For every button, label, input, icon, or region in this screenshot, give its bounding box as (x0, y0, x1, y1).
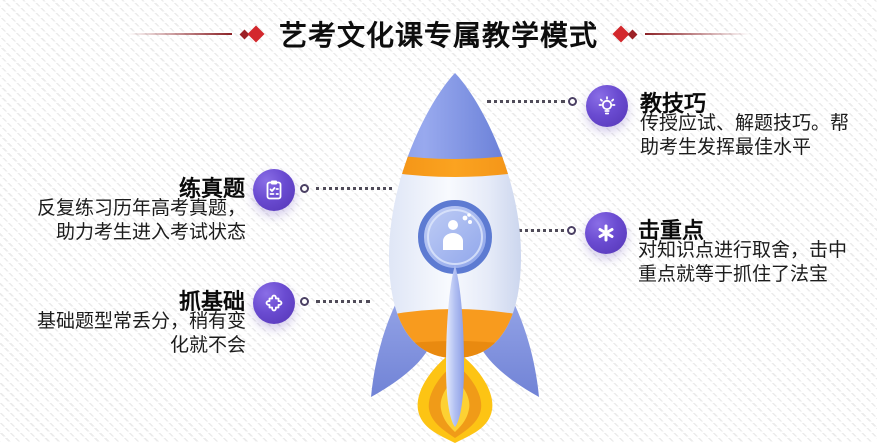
diamond-icon (247, 25, 265, 43)
item-title-hit-key-points: 击重点 (638, 218, 705, 243)
diamond-icon (627, 29, 638, 39)
puzzle-icon (253, 282, 295, 324)
header-right-line (645, 33, 750, 35)
window-emblem (443, 213, 472, 250)
item-desc-hit-key-points: 对知识点进行取舍，击中 重点就等于抓住了法宝 (638, 239, 877, 287)
connector-dot (567, 226, 576, 235)
right-diamond-decoration (612, 25, 638, 43)
header: 艺考文化课专属教学模式 (0, 14, 877, 54)
lightbulb-icon (586, 85, 628, 127)
rocket-band (389, 148, 521, 177)
item-desc-practice-real-questions: 反复练习历年高考真题， 助力考生进入考试状态 (0, 197, 246, 245)
desc-line: 基础题型常丢分，稍有变 (36, 311, 246, 332)
clipboard-icon (253, 169, 295, 211)
header-left-line (126, 33, 232, 35)
connector-dot (300, 184, 309, 193)
desc-line: 重点就等于抓住了法宝 (638, 264, 829, 285)
rocket-illustration (371, 73, 539, 443)
connector-line (487, 100, 565, 103)
rocket-center-fin (446, 265, 464, 427)
rocket-nose-cone (389, 73, 521, 161)
page-title: 艺考文化课专属教学模式 (278, 20, 598, 51)
connector-line (508, 229, 564, 232)
item-desc-teach-techniques: 传授应试、解题技巧。帮 助考生发挥最佳水平 (640, 112, 877, 160)
connector-dot (568, 97, 577, 106)
connector-line (316, 300, 370, 303)
asterisk-icon (585, 212, 627, 254)
desc-line: 传授应试、解题技巧。帮 (640, 113, 850, 134)
desc-line: 助力考生进入考试状态 (55, 222, 246, 243)
rocket-window (418, 200, 492, 274)
item-title-practice-real-questions: 练真题 (178, 176, 245, 201)
desc-line: 对知识点进行取舍，击中 (638, 240, 848, 261)
connector-dot (300, 297, 309, 306)
item-title-teach-techniques: 教技巧 (640, 91, 707, 116)
item-title-grasp-basics: 抓基础 (178, 289, 245, 314)
desc-line: 化就不会 (169, 335, 246, 356)
left-diamond-decoration (239, 25, 265, 43)
item-desc-grasp-basics: 基础题型常丢分，稍有变 化就不会 (0, 310, 246, 358)
connector-line (316, 187, 392, 190)
desc-line: 助考生发挥最佳水平 (640, 137, 812, 158)
desc-line: 反复练习历年高考真题， (36, 198, 246, 219)
